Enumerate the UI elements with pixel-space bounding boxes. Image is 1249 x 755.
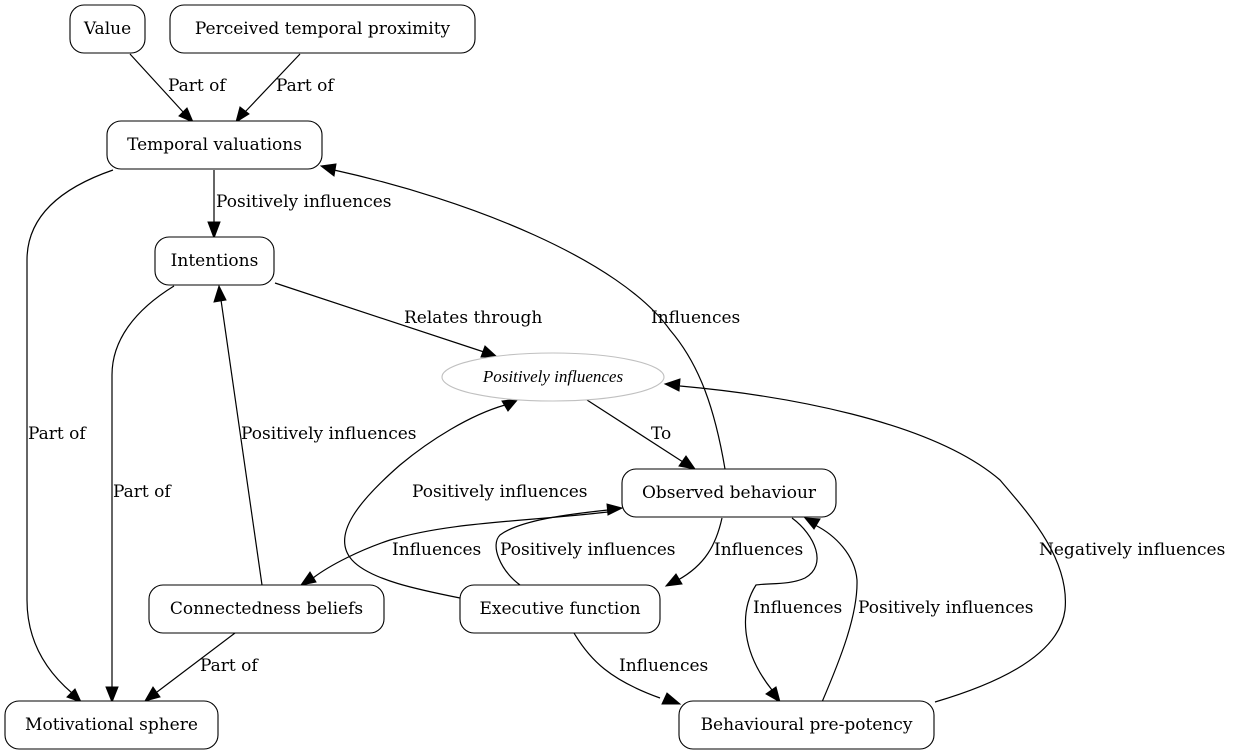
edges: Part of Part of Positively influences Pa… [26, 53, 1225, 705]
edge-label: Part of [200, 656, 259, 676]
arrowhead [661, 692, 682, 705]
arrowhead [207, 221, 221, 240]
edge-executive-to-prepotency: Influences [573, 632, 708, 705]
arrowhead [803, 517, 821, 530]
edge-observed-to-prepotency: Influences [745, 517, 842, 704]
edge-label: Part of [276, 76, 335, 96]
arrowhead [501, 398, 520, 412]
edge-label: Influences [714, 540, 803, 560]
edge-label: Negatively influences [1039, 540, 1225, 560]
edge-prepotency-to-pi: Negatively influences [663, 378, 1225, 703]
edge-label: Positively influences [858, 598, 1034, 618]
edge-executive-to-observed: Positively influences [495, 503, 676, 586]
edge-connectedness-to-intentions: Positively influences [213, 284, 417, 586]
edge-label: Positively influences [216, 192, 392, 212]
edge-executive-to-pi: Positively influences [343, 398, 588, 599]
node-label: Connectedness beliefs [170, 599, 363, 619]
edge-label: Part of [28, 424, 87, 444]
arrowhead [235, 106, 250, 124]
arrowhead [765, 686, 781, 704]
edge-label: Influences [651, 308, 740, 328]
edge-temporal-to-motivational: Part of [26, 169, 114, 703]
edge-temporal-to-intentions: Positively influences [207, 170, 392, 240]
edge-label: Positively influences [241, 424, 417, 444]
node-label: Temporal valuations [127, 135, 302, 155]
edge-observed-to-executive: Influences [664, 517, 803, 587]
node-perceived-temporal-proximity[interactable]: Perceived temporal proximity [169, 4, 476, 54]
edge-label: Part of [168, 76, 227, 96]
arrowhead [66, 688, 82, 703]
edge-label: To [651, 424, 671, 444]
edge-observed-to-connectedness: Influences [299, 511, 609, 586]
edge-label: Relates through [404, 308, 542, 328]
arrowhead [213, 284, 227, 303]
edge-label: Positively influences [412, 482, 588, 502]
arrowhead [319, 163, 337, 177]
arrowhead [678, 455, 697, 470]
node-label: Motivational sphere [25, 715, 198, 735]
arrowhead [606, 503, 624, 516]
nodes: Value Perceived temporal proximity Tempo… [4, 4, 935, 750]
node-label: Executive function [479, 599, 640, 619]
edge-prepotency-to-observed: Positively influences [803, 517, 1034, 703]
edge-value-to-temporal: Part of [129, 53, 227, 123]
node-positively-influences[interactable]: Positively influences [441, 352, 665, 402]
node-label: Value [83, 19, 131, 39]
node-label: Intentions [171, 251, 259, 271]
node-label: Observed behaviour [642, 483, 817, 503]
edge-label: Influences [753, 598, 842, 618]
node-intentions[interactable]: Intentions [154, 236, 275, 286]
edge-pi-to-observed: To [586, 399, 697, 470]
node-label: Behavioural pre-potency [701, 715, 913, 735]
arrowhead [664, 573, 683, 587]
node-value[interactable]: Value [69, 4, 146, 54]
node-motivational-sphere[interactable]: Motivational sphere [4, 700, 219, 750]
edge-label: Influences [619, 656, 708, 676]
arrowhead [105, 686, 119, 704]
arrowhead [480, 345, 499, 358]
edge-intentions-to-pi: Relates through [274, 282, 542, 358]
node-connectedness-beliefs[interactable]: Connectedness beliefs [148, 584, 385, 634]
edge-label: Influences [392, 540, 481, 560]
arrowhead [299, 571, 317, 586]
arrowhead [178, 107, 194, 123]
edge-proximity-to-temporal: Part of [235, 53, 335, 124]
node-temporal-valuations[interactable]: Temporal valuations [106, 120, 323, 170]
node-label: Positively influences [482, 367, 624, 386]
edge-intentions-to-motivational: Part of [105, 285, 175, 704]
edge-label: Positively influences [500, 540, 676, 560]
node-label: Perceived temporal proximity [195, 19, 451, 39]
node-behavioural-pre-potency[interactable]: Behavioural pre-potency [678, 700, 935, 750]
node-observed-behaviour[interactable]: Observed behaviour [621, 468, 837, 518]
edge-label: Part of [113, 482, 172, 502]
node-executive-function[interactable]: Executive function [459, 584, 661, 634]
edge-observed-to-temporal: Influences [319, 163, 740, 470]
arrowhead [143, 686, 161, 702]
edge-connectedness-to-motivational: Part of [143, 632, 259, 702]
arrowhead [663, 378, 681, 392]
